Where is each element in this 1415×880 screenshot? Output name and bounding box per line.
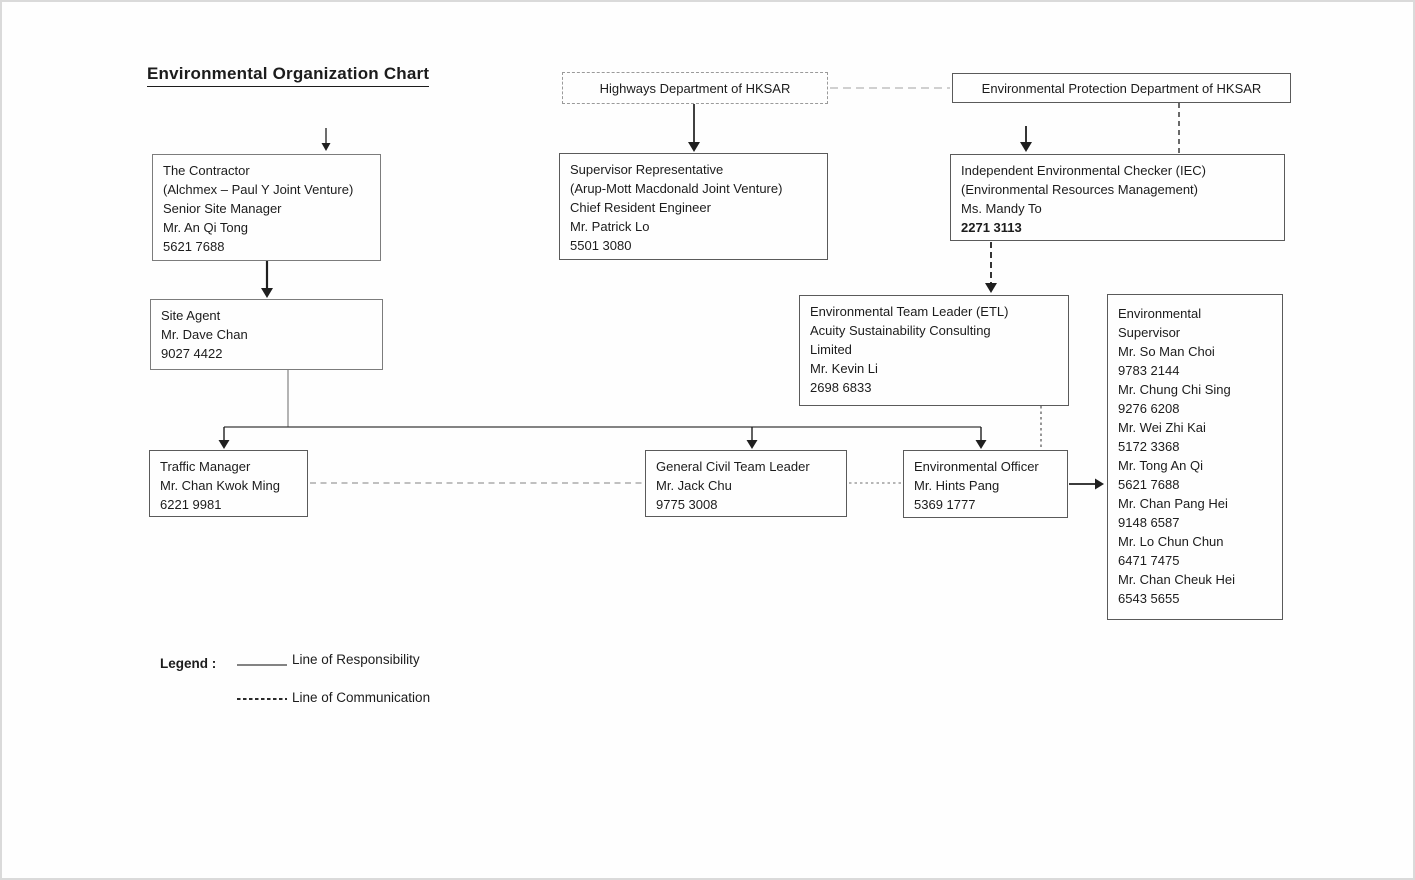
- legend-label: Legend :: [160, 656, 217, 671]
- node-text-line: Independent Environmental Checker (IEC): [961, 163, 1206, 178]
- node-contractor: The Contractor (Alchmex – Paul Y Joint Ve…: [152, 154, 381, 261]
- node-text-line: Limited: [810, 342, 852, 357]
- chart-title: Environmental Organization Chart: [147, 64, 430, 87]
- node-text-line: 6221 9981: [160, 497, 222, 512]
- node-text-line: Mr. Chung Chi Sing: [1118, 382, 1231, 397]
- node-text-line: Mr. Lo Chun Chun: [1118, 534, 1224, 549]
- node-text-line: 2271 3113: [961, 220, 1022, 235]
- legend: Legend : Line of Responsibility Line of …: [160, 650, 500, 720]
- legend-item-responsibility: Line of Responsibility: [237, 652, 420, 667]
- node-text-line: (Arup-Mott Macdonald Joint Venture): [570, 181, 783, 196]
- node-text-line: 5621 7688: [1118, 477, 1180, 492]
- node-text-line: 5369 1777: [914, 497, 976, 512]
- node-text-line: Mr. Chan Cheuk Hei: [1118, 572, 1236, 587]
- node-text-line: Supervisor: [1118, 325, 1181, 340]
- connector-iec-to-etl-communication: [985, 242, 997, 293]
- node-text-line: Ms. Mandy To: [961, 201, 1042, 216]
- node-highways-department: Highways Department of HKSAR: [562, 72, 828, 104]
- node-text-line: Mr. Chan Kwok Ming: [160, 478, 280, 493]
- node-text-line: (Alchmex – Paul Y Joint Venture): [163, 182, 354, 197]
- node-text-line: Mr. An Qi Tong: [163, 220, 249, 235]
- node-text-line: Mr. Patrick Lo: [570, 219, 650, 234]
- node-text-line: The Contractor: [163, 163, 250, 178]
- dashed-line-sample: [237, 698, 287, 700]
- connector-epd-to-iec-responsibility: [1020, 126, 1032, 152]
- node-text-line: Mr. Wei Zhi Kai: [1118, 420, 1206, 435]
- node-text-line: Site Agent: [161, 308, 221, 323]
- node-text-line: Mr. Chan Pang Hei: [1118, 496, 1228, 511]
- legend-item-label: Line of Responsibility: [292, 652, 420, 667]
- node-text-line: 9276 6208: [1118, 401, 1180, 416]
- node-text-line: 9148 6587: [1118, 515, 1180, 530]
- node-text-line: Mr. Hints Pang: [914, 478, 1000, 493]
- node-supervisor-representative: Supervisor Representative (Arup-Mott Macd…: [559, 153, 828, 260]
- legend-item-communication: Line of Communication: [237, 690, 430, 705]
- node-text-line: 9775 3008: [656, 497, 718, 512]
- node-text-line: Environmental Protection Department of H…: [981, 80, 1262, 96]
- node-environmental-team-leader: Environmental Team Leader (ETL) Acuity Su…: [799, 295, 1069, 406]
- legend-item-label: Line of Communication: [292, 690, 431, 705]
- connector-env-officer-to-env-supervisor: [1069, 478, 1104, 490]
- node-text-line: 5172 3368: [1118, 439, 1180, 454]
- connector-contractor-to-site-agent: [261, 261, 273, 298]
- connector-site-agent-to-bottom-row: [218, 370, 987, 449]
- node-text-line: Highways Department of HKSAR: [599, 80, 791, 96]
- node-text-line: General Civil Team Leader: [656, 459, 810, 474]
- node-text-line: 9783 2144: [1118, 363, 1180, 378]
- node-text-line: 5501 3080: [570, 238, 632, 253]
- node-text-line: (Environmental Resources Management): [961, 182, 1198, 197]
- node-text-line: Environmental Officer: [914, 459, 1039, 474]
- node-text-line: Environmental Team Leader (ETL): [810, 304, 1009, 319]
- node-independent-environmental-checker: Independent Environmental Checker (IEC) (…: [950, 154, 1285, 241]
- node-text-line: 6471 7475: [1118, 553, 1180, 568]
- node-text-line: Mr. Kevin Li: [810, 361, 878, 376]
- node-text-line: Supervisor Representative: [570, 162, 724, 177]
- node-text-line: Senior Site Manager: [163, 201, 282, 216]
- node-text-line: 9027 4422: [161, 346, 223, 361]
- connector-highways-to-supervisor-rep: [688, 104, 700, 152]
- node-text-line: 2698 6833: [810, 380, 872, 395]
- node-text-line: Mr. Tong An Qi: [1118, 458, 1204, 473]
- node-environmental-protection-department: Environmental Protection Department of H…: [952, 73, 1291, 103]
- node-text-line: Mr. So Man Choi: [1118, 344, 1215, 359]
- node-text-line: 6543 5655: [1118, 591, 1180, 606]
- node-text-line: Mr. Jack Chu: [656, 478, 732, 493]
- node-text-line: Acuity Sustainability Consulting: [810, 323, 991, 338]
- node-text-line: Chief Resident Engineer: [570, 200, 711, 215]
- node-text-line: Traffic Manager: [160, 459, 251, 474]
- solid-line-sample: [237, 664, 287, 666]
- node-text-line: Environmental: [1118, 306, 1202, 321]
- node-text-line: 5621 7688: [163, 239, 225, 254]
- node-text-line: Mr. Dave Chan: [161, 327, 248, 342]
- connector-into-contractor: [321, 128, 331, 151]
